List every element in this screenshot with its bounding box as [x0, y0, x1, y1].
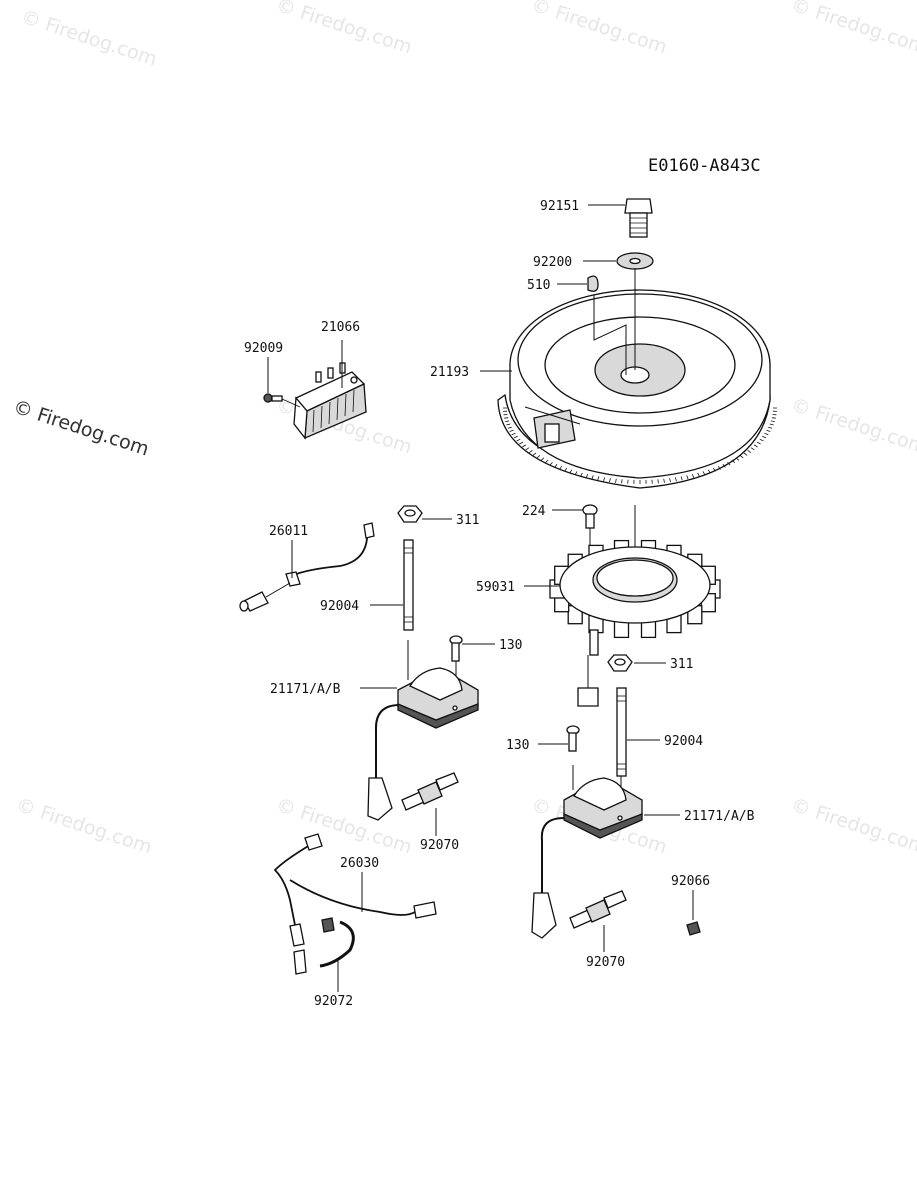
spark-plug-right[interactable] — [569, 890, 627, 929]
part-label-26030: 26030 — [340, 856, 379, 871]
part-label-510: 510 — [527, 278, 550, 293]
part-label-92004-left: 92004 — [320, 599, 359, 614]
part-label-59031: 59031 — [476, 580, 515, 595]
stud-right[interactable] — [616, 687, 627, 777]
part-label-26011: 26011 — [269, 524, 308, 539]
watermark: © Firedog.com — [273, 0, 414, 58]
part-label-21066: 21066 — [321, 320, 360, 335]
part-label-92070-right: 92070 — [586, 955, 625, 970]
part-label-92151: 92151 — [540, 199, 579, 214]
watermark: © Firedog.com — [788, 794, 917, 859]
part-label-311-right: 311 — [670, 657, 693, 672]
part-label-92066: 92066 — [671, 874, 710, 889]
cap-92066[interactable] — [686, 921, 701, 936]
part-label-21193: 21193 — [430, 365, 469, 380]
flywheel-bolt[interactable] — [624, 198, 653, 238]
side-watermark: © Firedog.com — [10, 396, 151, 461]
watermark: © Firedog.com — [788, 394, 917, 459]
watermark: © Firedog.com — [528, 0, 669, 58]
flywheel-key[interactable] — [587, 275, 599, 292]
flywheel[interactable] — [497, 289, 777, 489]
part-label-21171-left: 21171/A/B — [270, 682, 341, 697]
watermark: © Firedog.com — [273, 794, 414, 859]
ignition-coil-left[interactable] — [367, 667, 479, 821]
coil-screw-right[interactable] — [566, 725, 580, 752]
watermark: © Firedog.com — [18, 6, 159, 71]
part-label-130-left: 130 — [499, 638, 522, 653]
coil-screw-left[interactable] — [449, 635, 463, 662]
part-label-92009: 92009 — [244, 341, 283, 356]
part-label-21171-right: 21171/A/B — [684, 809, 755, 824]
part-label-92072: 92072 — [314, 994, 353, 1009]
nut-top[interactable] — [397, 505, 423, 523]
part-label-311-top: 311 — [456, 513, 479, 528]
watermark-group: © Firedog.com © Firedog.com © Firedog.co… — [13, 0, 917, 858]
spark-plug-left[interactable] — [401, 772, 459, 811]
watermark: © Firedog.com — [788, 0, 917, 58]
watermark: © Firedog.com — [13, 794, 154, 859]
wiring-harness[interactable] — [273, 833, 437, 975]
insulation-tube[interactable] — [319, 917, 355, 968]
diagram-code: E0160-A843C — [648, 156, 761, 176]
part-label-130-right: 130 — [506, 738, 529, 753]
stud-left[interactable] — [403, 539, 414, 631]
regulator-screw[interactable] — [263, 393, 283, 403]
part-label-92200: 92200 — [533, 255, 572, 270]
ignition-coil-right[interactable] — [531, 777, 643, 939]
part-label-224: 224 — [522, 504, 546, 519]
nut-right[interactable] — [607, 654, 633, 672]
part-label-92004-right: 92004 — [664, 734, 703, 749]
stator[interactable] — [549, 539, 721, 707]
flywheel-washer[interactable] — [616, 252, 654, 270]
lead-wire[interactable] — [239, 522, 375, 612]
stator-screw[interactable] — [582, 504, 598, 529]
part-label-92070-left: 92070 — [420, 838, 459, 853]
